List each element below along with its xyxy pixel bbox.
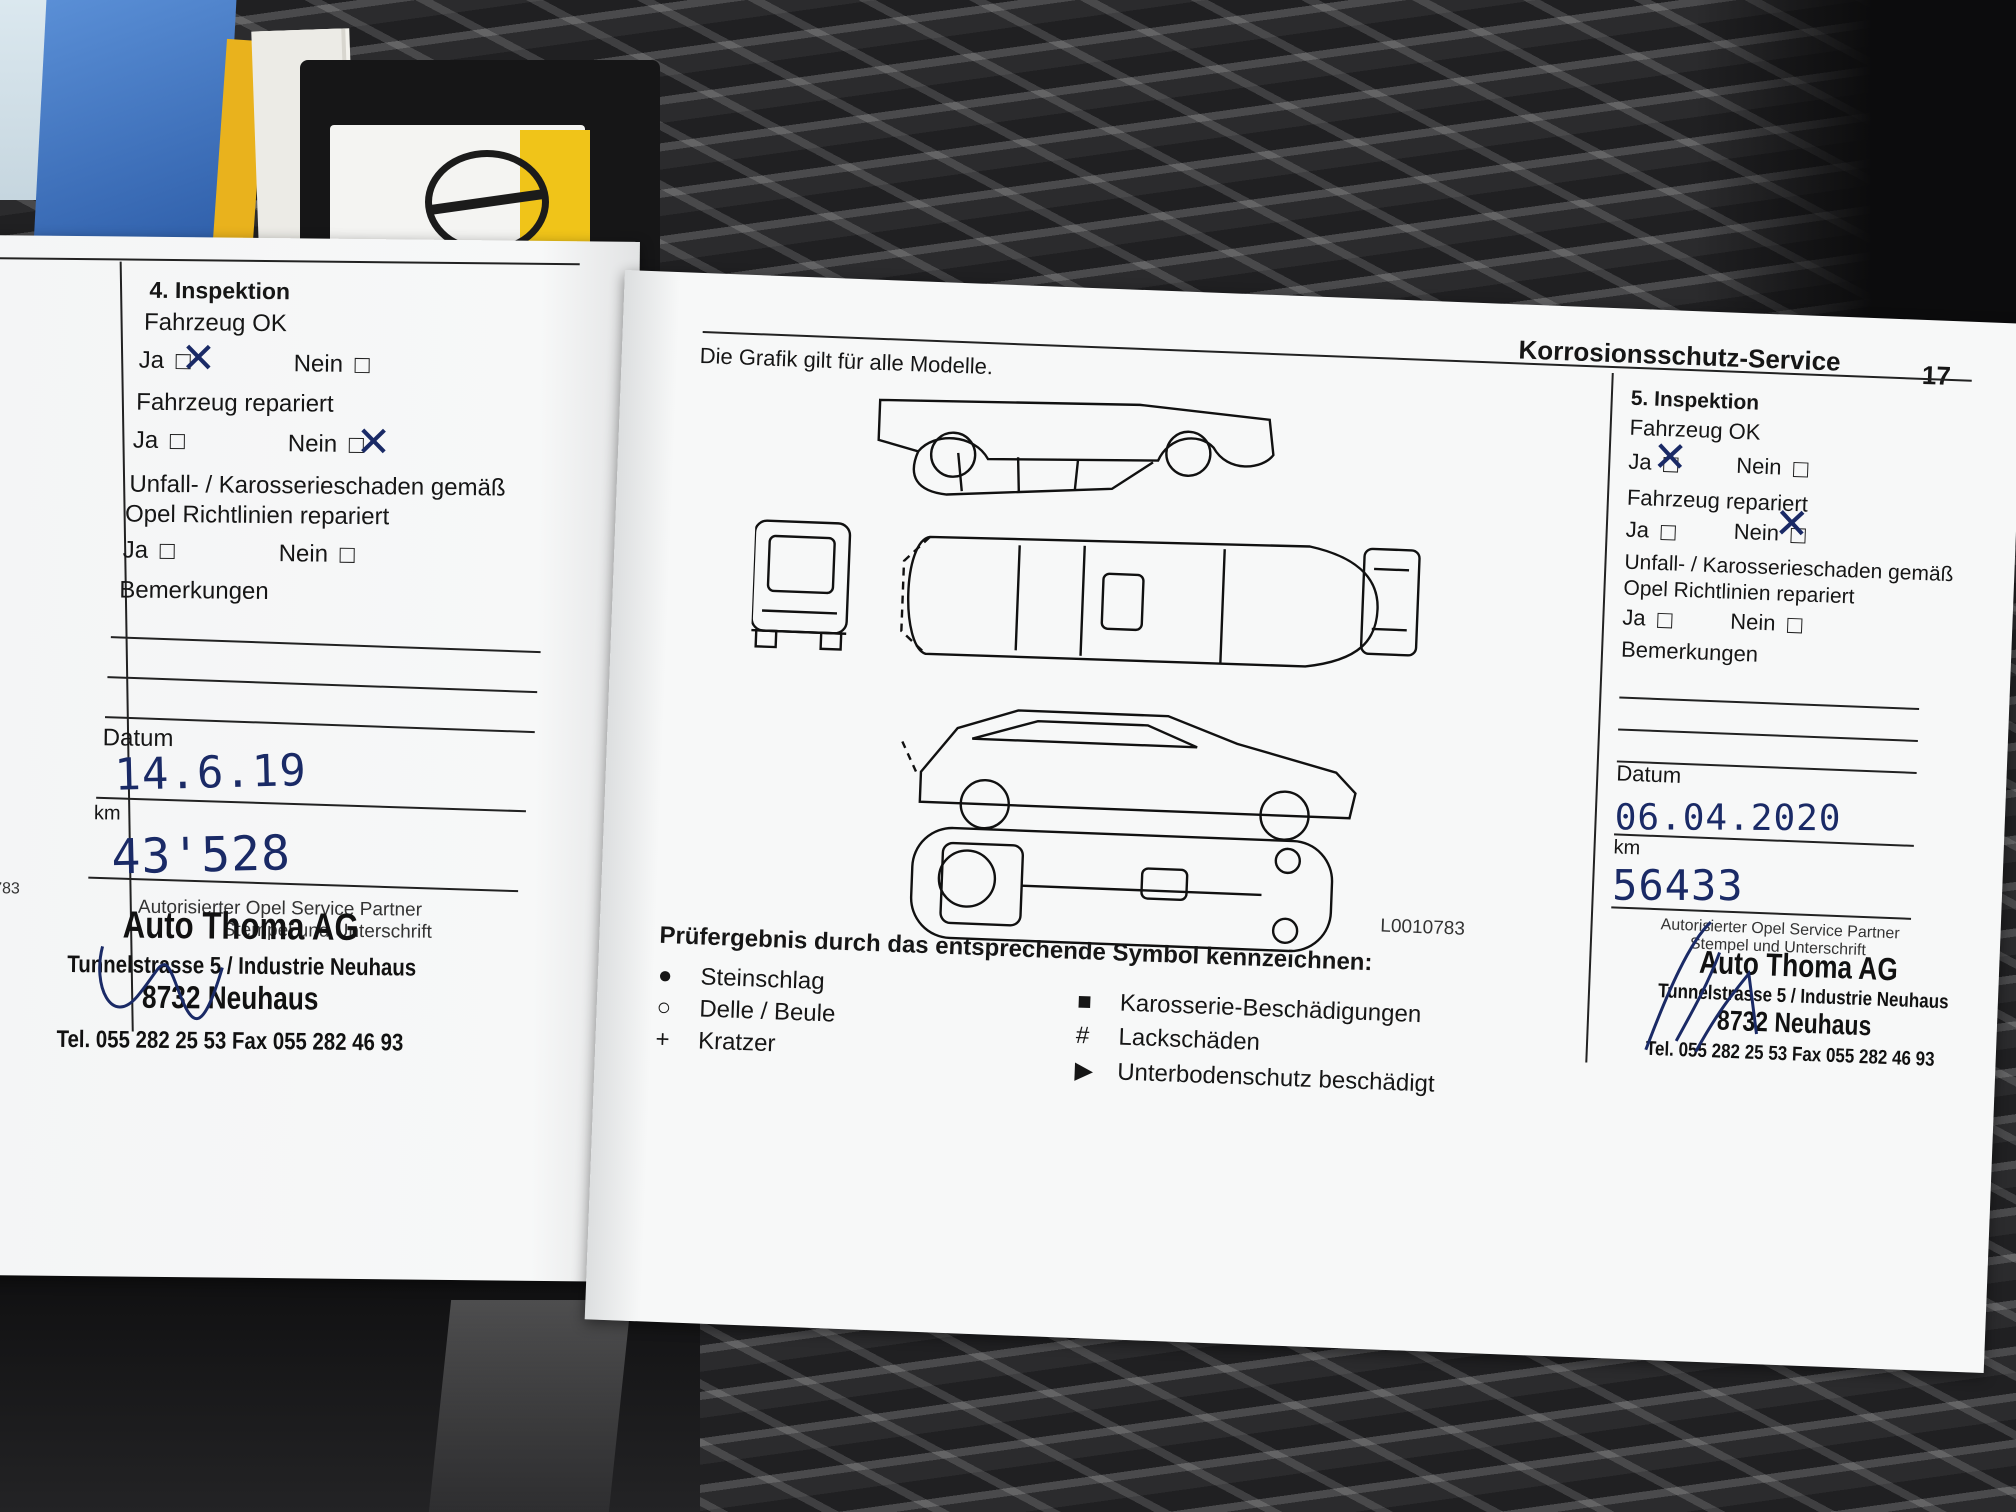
repaired-ja[interactable]: Ja: [133, 427, 186, 456]
diagram-code: L0010783: [1379, 915, 1466, 940]
car-rear-view: [1359, 547, 1421, 657]
accident-label-line2: Opel Richtlinien repariert: [124, 500, 390, 531]
empty-circle-icon: ○: [656, 993, 672, 1022]
date-line: [96, 796, 526, 812]
car-diagram: [750, 398, 1421, 953]
remarks-label: Bemerkungen: [1620, 636, 1759, 667]
right-page: Korrosionsschutz-Service 17 Die Grafik g…: [584, 270, 2016, 1373]
vehicle-ok-ja[interactable]: Ja ✕: [138, 333, 217, 382]
date-value: 14.6.19: [113, 745, 308, 801]
ja-label: Ja: [1625, 516, 1650, 543]
km-value: 43'528: [110, 825, 292, 886]
margin-code: 783: [0, 880, 20, 898]
accident-ja[interactable]: Ja: [1622, 605, 1673, 633]
remarks-line: [1618, 728, 1918, 742]
km-label: km: [93, 802, 121, 825]
repaired-nein[interactable]: Nein ✕: [287, 417, 392, 466]
ja-label: Ja: [138, 346, 165, 374]
accident-ja[interactable]: Ja: [123, 537, 176, 566]
legend-label: Karosserie-Beschädigungen: [1119, 989, 1422, 1029]
legend-left-list: ● Steinschlag ○ Delle / Beule + Kratzer: [655, 962, 837, 1065]
accident-label-line1: Unfall- / Karosserieschaden gemäß: [129, 470, 506, 502]
ja-label: Ja: [132, 426, 159, 454]
section-title: 5. Inspektion: [1630, 386, 1760, 415]
opel-logo-icon: [425, 150, 549, 254]
checkbox-nein[interactable]: [1787, 617, 1803, 634]
legend-label: Lackschäden: [1118, 1023, 1261, 1056]
checkbox-ja[interactable]: [159, 544, 176, 560]
date-value: 06.04.2020: [1614, 797, 1842, 840]
hash-icon: #: [1075, 1021, 1090, 1050]
checkbox-ja[interactable]: [1657, 612, 1673, 629]
car-underbody-view: [909, 826, 1334, 953]
booklet-cover: [0, 1260, 700, 1512]
remarks-line: [110, 636, 541, 653]
checkbox-nein[interactable]: [354, 358, 371, 374]
ja-label: Ja: [1627, 448, 1653, 475]
repaired-label: Fahrzeug repariert: [136, 388, 334, 418]
nein-label: Nein: [293, 350, 344, 378]
vehicle-ok-nein[interactable]: Nein: [294, 350, 371, 379]
nein-label: Nein: [287, 430, 338, 458]
date-label: Datum: [1615, 760, 1682, 788]
car-side-view-bottom: [901, 709, 1357, 841]
plus-icon: +: [654, 1025, 671, 1054]
nein-label: Nein: [278, 540, 329, 568]
remarks-line: [107, 676, 538, 693]
check-mark-icon: ✕: [180, 333, 217, 383]
filled-circle-icon: ●: [657, 961, 673, 990]
legend-right-list: ■ Karosserie-Beschädigungen # Lackschäde…: [1074, 988, 1438, 1104]
nein-label: Nein: [1729, 608, 1777, 636]
legend-label: Kratzer: [697, 1027, 776, 1058]
page-number: 17: [1921, 359, 1952, 391]
top-rule: [0, 257, 580, 266]
remarks-label: Bemerkungen: [119, 576, 269, 606]
legend-label: Steinschlag: [700, 963, 826, 996]
triangle-right-icon: ▶: [1074, 1056, 1094, 1085]
vehicle-ok-nein[interactable]: Nein: [1736, 453, 1809, 482]
checkbox-nein[interactable]: [1793, 461, 1809, 478]
legend-label: Delle / Beule: [698, 995, 836, 1028]
vehicle-ok-label: Fahrzeug OK: [1629, 414, 1761, 445]
repaired-ja[interactable]: Ja: [1625, 516, 1677, 545]
accident-nein[interactable]: Nein: [1730, 609, 1803, 638]
cover-reflection: [428, 1300, 632, 1512]
remarks-line: [1619, 696, 1920, 710]
check-mark-icon: ✕: [1651, 431, 1689, 482]
km-value: 56433: [1612, 860, 1744, 911]
checkbox-nein[interactable]: [339, 547, 356, 564]
handwritten-signature: [98, 945, 224, 1021]
checkbox-ja[interactable]: [170, 434, 186, 450]
filled-square-icon: ■: [1076, 987, 1093, 1016]
header-title: Korrosionsschutz-Service: [1518, 334, 1842, 377]
check-mark-icon: ✕: [355, 416, 392, 467]
handwritten-signature: [1644, 921, 1758, 1053]
km-label: km: [1613, 836, 1641, 860]
vehicle-ok-ja[interactable]: Ja ✕: [1627, 432, 1689, 482]
ja-label: Ja: [122, 536, 149, 564]
left-page: 4. Inspektion Fahrzeug OK Ja ✕ Nein Fahr…: [0, 235, 640, 1282]
section-title: 4. Inspektion: [149, 276, 291, 305]
nein-label: Nein: [1735, 452, 1783, 480]
car-front-view: [750, 519, 852, 651]
check-mark-icon: ✕: [1773, 498, 1811, 549]
car-top-view: [900, 535, 1379, 668]
legend-item-kratzer: + Kratzer: [655, 1026, 835, 1065]
accident-nein[interactable]: Nein: [279, 540, 356, 569]
column-rule: [1585, 372, 1614, 1063]
graphic-note: Die Grafik gilt für alle Modelle.: [699, 342, 994, 380]
repaired-nein[interactable]: Nein ✕: [1733, 498, 1810, 548]
ja-label: Ja: [1621, 604, 1647, 631]
car-side-view-top: [877, 398, 1275, 496]
blue-brochure: [33, 0, 237, 245]
checkbox-ja[interactable]: [1660, 524, 1677, 541]
